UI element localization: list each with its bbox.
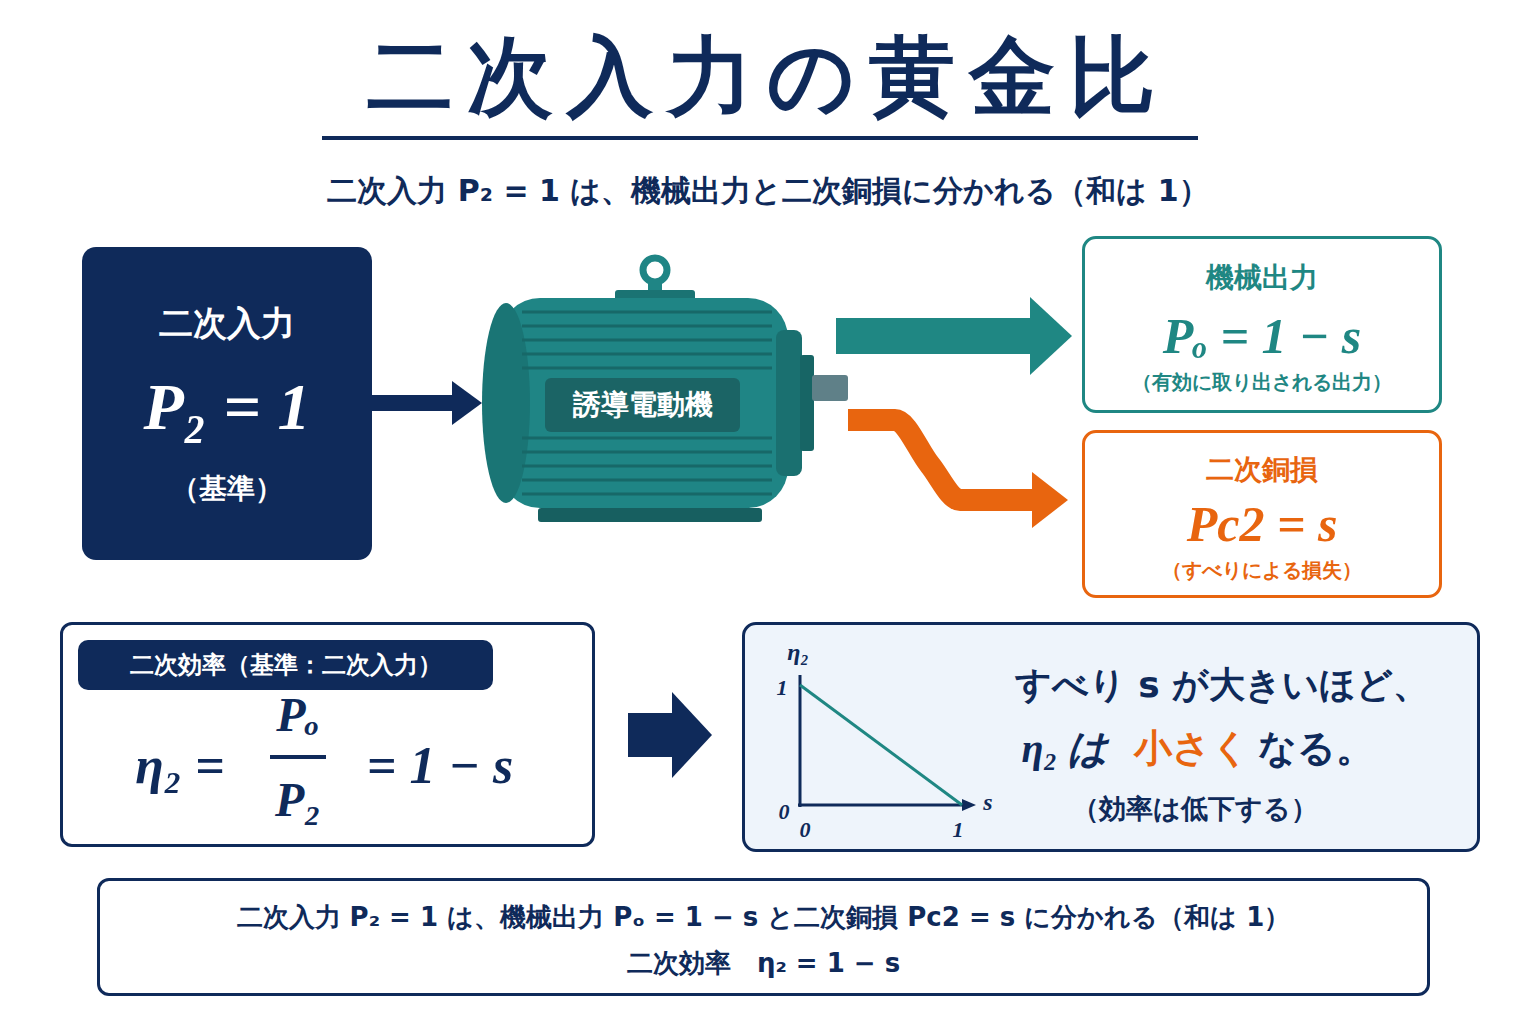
node-text: η₂ = — [110, 734, 250, 798]
node-text: （すべりによる損失） — [1085, 555, 1439, 585]
x-axis — [798, 804, 964, 807]
title-text: 二次入力の黄金比 — [0, 26, 1536, 126]
flow-arrow — [836, 318, 1030, 354]
motor-eyebolt — [643, 258, 667, 282]
fraction-bar — [270, 755, 326, 759]
node-text: 二次入力 — [82, 302, 372, 346]
node-text: 機械出力 — [1085, 259, 1439, 297]
motor-top-box — [615, 290, 695, 304]
node-text: η₂ — [782, 637, 814, 667]
motor-node: 誘導電動機 — [482, 258, 848, 522]
subtitle-text: 二次入力 P₂ = 1 は、機械出力と二次銅損に分かれる（和は 1） — [0, 168, 1536, 212]
title-underline — [322, 136, 1198, 140]
node-text: 0 — [795, 816, 815, 844]
graph-box: η₂1001sすべり s が大きいほど、η₂ は小さくなる。（効率は低下する） — [742, 622, 1480, 852]
input-box: 二次入力 P₂ = 1 （基準） — [82, 247, 372, 560]
node-text: （有効に取り出される出力） — [1085, 367, 1439, 397]
node-text: （効率は低下する） — [1045, 790, 1345, 828]
node-text: 二次効率 η₂ = 1 − s — [100, 943, 1427, 983]
node-text: η₂ は — [1000, 724, 1130, 774]
motor-feet — [545, 478, 755, 522]
motor-end-cap — [482, 303, 530, 503]
output-box: 機械出力 Pₒ = 1 − s（有効に取り出される出力） — [1082, 236, 1442, 413]
node-text: s — [978, 788, 998, 816]
node-text: Pₒ — [263, 687, 333, 743]
motor-base — [538, 508, 762, 522]
flow-arrow — [628, 713, 672, 757]
node-text: P₂ = 1 — [82, 367, 372, 447]
node-text: 0 — [774, 798, 794, 826]
node-text: = 1 − s — [345, 734, 535, 798]
summary-box: 二次入力 P₂ = 1 は、機械出力 Pₒ = 1 − s と二次銅損 Pc2 … — [97, 878, 1430, 996]
node-text: P₂ — [263, 772, 333, 828]
flow-arrow — [372, 395, 452, 411]
efficiency-box: η₂ =PₒP₂= 1 − s 二次効率（基準：二次入力） — [60, 622, 595, 847]
loss-box: 二次銅損 Pc2 = s（すべりによる損失） — [1082, 430, 1442, 598]
node-text: すべり s が大きいほど、 — [992, 662, 1452, 708]
efficiency-tag: 二次効率（基準：二次入力） — [78, 640, 493, 690]
node-text: Pc2 = s — [1085, 493, 1439, 555]
efficiency-line — [800, 685, 962, 805]
node-text: 1 — [772, 674, 792, 702]
node-text: 二次入力 P₂ = 1 は、機械出力 Pₒ = 1 − s と二次銅損 Pc2 … — [100, 897, 1427, 937]
node-text: なる。 — [1254, 724, 1378, 774]
node-text: 小さく — [1130, 724, 1254, 774]
x-axis-arrowhead — [962, 799, 976, 811]
node-text: 誘導電動機 — [545, 378, 740, 432]
y-axis — [799, 675, 802, 807]
motor-body — [500, 298, 788, 508]
flow-arrow — [848, 420, 1032, 500]
motor-eyebolt-stem — [648, 280, 662, 300]
node-text: Pₒ = 1 − s — [1085, 305, 1439, 367]
motor-shaft — [812, 375, 848, 401]
node-text: 二次銅損 — [1085, 451, 1439, 489]
node-text: 1 — [948, 816, 968, 844]
node-text: （基準） — [82, 469, 372, 509]
node-text: 二次効率（基準：二次入力） — [78, 640, 493, 690]
motor-rear-cap — [776, 330, 802, 476]
motor-flange — [800, 355, 814, 451]
motor-fins — [522, 312, 772, 494]
